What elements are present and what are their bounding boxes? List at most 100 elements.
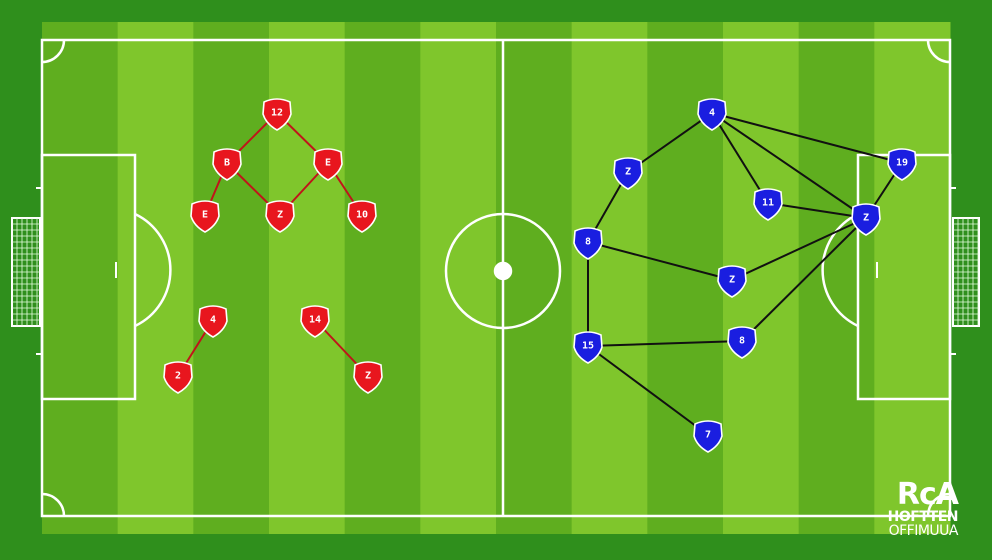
- pass-link: [711, 112, 769, 204]
- blue-team-links: [587, 112, 903, 436]
- blue-player-marker: 8: [573, 227, 603, 260]
- blue-player-badge: [573, 227, 603, 260]
- pass-link: [711, 112, 867, 219]
- left-penalty-arc: [134, 212, 172, 328]
- grass-stripe: [42, 22, 119, 534]
- grass-stripe: [344, 22, 421, 534]
- center-spot: [493, 261, 513, 281]
- pass-link: [741, 217, 867, 342]
- blue-player-marker: 15: [573, 331, 603, 364]
- right-penalty-arc: [821, 212, 859, 328]
- red-player-marker: E: [313, 148, 343, 181]
- left-goal-net: [11, 217, 41, 327]
- red-player-badge: [198, 305, 228, 338]
- red-player-number: E: [325, 158, 331, 169]
- grass-stripe: [874, 22, 951, 534]
- red-player-marker: Z: [265, 200, 295, 233]
- blue-player-marker: Z: [613, 157, 643, 190]
- blue-player-badge: [887, 148, 917, 181]
- red-player-number: 10: [356, 210, 368, 221]
- corner-arc-bottom-right: [926, 492, 951, 517]
- grass-stripe: [571, 22, 648, 534]
- left-penalty-area: [40, 153, 137, 401]
- corner-arc-bottom-left: [41, 492, 66, 517]
- red-player-marker: 10: [347, 200, 377, 233]
- corner-arc-top-right: [926, 39, 951, 64]
- red-player-number: Z: [277, 210, 283, 221]
- blue-player-marker: Z: [717, 265, 747, 298]
- watermark-line-1: RcA: [896, 477, 959, 512]
- blue-player-marker: 7: [693, 420, 723, 453]
- grass-stripe: [193, 22, 270, 534]
- blue-player-number: Z: [863, 213, 869, 224]
- red-player-marker: 4: [198, 305, 228, 338]
- red-team-players: 12B E E Z 10 4 14 2 Z: [163, 98, 383, 394]
- blue-player-number: 8: [585, 237, 591, 248]
- watermark-line-2: HOFTTEN: [887, 509, 959, 525]
- red-player-number: 4: [210, 315, 216, 326]
- red-player-badge: [163, 361, 193, 394]
- red-player-number: 14: [309, 315, 321, 326]
- red-player-number: 12: [271, 108, 283, 119]
- pass-link: [711, 112, 903, 164]
- blue-player-marker: 4: [697, 98, 727, 131]
- blue-player-badge: [693, 420, 723, 453]
- pass-link: [627, 112, 713, 173]
- red-player-number: B: [224, 158, 230, 169]
- blue-player-number: 11: [762, 198, 774, 209]
- grass-stripe: [798, 22, 875, 534]
- red-player-badge: [353, 361, 383, 394]
- red-player-badge: [265, 200, 295, 233]
- pass-link: [731, 217, 867, 281]
- grass-stripe: [117, 22, 194, 534]
- blue-player-marker: 11: [753, 188, 783, 221]
- blue-player-badge: [613, 157, 643, 190]
- red-player-marker: E: [190, 200, 220, 233]
- pitch-markings: [36, 38, 956, 518]
- red-player-marker: 14: [300, 305, 330, 338]
- right-goal-net: [952, 217, 980, 327]
- blue-player-marker: 19: [887, 148, 917, 181]
- red-player-marker: 12: [262, 98, 292, 131]
- blue-player-number: 4: [709, 108, 715, 119]
- pass-link: [767, 202, 867, 219]
- blue-player-badge: [697, 98, 727, 131]
- pass-link: [587, 340, 743, 347]
- blue-player-number: 19: [896, 158, 908, 169]
- red-player-number: Z: [365, 371, 371, 382]
- center-circle: [444, 212, 562, 330]
- pass-link: [587, 241, 733, 281]
- corner-arc-top-left: [41, 39, 66, 64]
- red-player-marker: 2: [163, 361, 193, 394]
- red-player-number: 2: [175, 371, 181, 382]
- blue-player-marker: 8: [727, 326, 757, 359]
- red-player-number: E: [202, 210, 208, 221]
- blue-player-badge: [717, 265, 747, 298]
- blue-player-number: 15: [582, 341, 594, 352]
- red-player-badge: [300, 305, 330, 338]
- red-player-badge: [347, 200, 377, 233]
- watermark-line-3: OFFIMUUA: [888, 523, 959, 539]
- blue-player-badge: [753, 188, 783, 221]
- blue-player-number: Z: [729, 275, 735, 286]
- grass-stripe: [420, 22, 497, 534]
- red-player-badge: [262, 98, 292, 131]
- blue-player-badge: [573, 331, 603, 364]
- blue-player-marker: Z: [851, 203, 881, 236]
- blue-player-badge: [727, 326, 757, 359]
- pass-link: [587, 345, 709, 436]
- red-player-badge: [190, 200, 220, 233]
- blue-player-number: 7: [705, 430, 711, 441]
- red-player-marker: B: [212, 148, 242, 181]
- logo-watermark: RcA HOFTTEN OFFIMUUA: [887, 477, 959, 539]
- red-player-badge: [313, 148, 343, 181]
- blue-player-number: Z: [625, 167, 631, 178]
- red-player-marker: Z: [353, 361, 383, 394]
- blue-player-number: 8: [739, 336, 745, 347]
- red-player-badge: [212, 148, 242, 181]
- blue-player-badge: [851, 203, 881, 236]
